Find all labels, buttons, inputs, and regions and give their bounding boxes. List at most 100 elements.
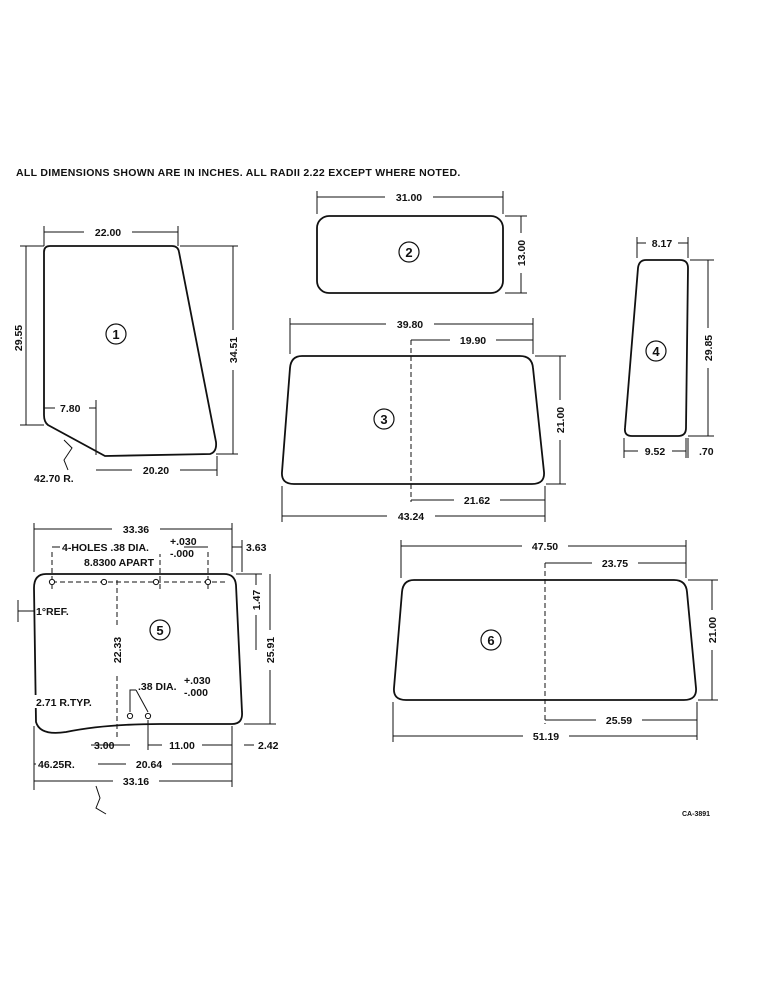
- part-3-bottom-width-label: 43.24: [398, 511, 424, 523]
- part-2-number-circle: [398, 241, 420, 263]
- part-5-hole-2: [100, 578, 108, 586]
- part-3-half-top-label: 19.90: [460, 335, 486, 347]
- part-5-hole-drop-mask: [249, 585, 263, 615]
- part-5-hole-dia-label: .38 DIA.: [138, 681, 177, 693]
- part-6-half-bottom-mask: [596, 713, 642, 726]
- part-1-bottom-mask: [132, 463, 180, 476]
- part-5-top-mask: [112, 522, 160, 535]
- part-5-dim-d-mask: [126, 757, 172, 770]
- part-6-half-bottom-label: 25.59: [606, 715, 632, 727]
- part-5-inner-height-mask: [111, 626, 125, 674]
- part-3-number-circle: [373, 408, 395, 430]
- part-4: 4 8.17 29.85 9.52 .70: [623, 236, 715, 458]
- part-6-top-mask: [522, 539, 568, 552]
- part-2-number: 2: [405, 245, 412, 260]
- header-note: ALL DIMENSIONS SHOWN ARE IN INCHES. ALL …: [16, 167, 461, 179]
- part-3-height-mask: [553, 400, 567, 440]
- figure-code: CA-3891: [682, 811, 710, 818]
- part-2-height-mask: [514, 233, 528, 273]
- part-4-number: 4: [652, 344, 660, 359]
- part-5-lower-hole-2: [144, 712, 152, 720]
- part-2-outline: [316, 215, 504, 294]
- part-1-left-height-label: 29.55: [13, 325, 25, 351]
- part-1-radius-label: 42.70 R.: [34, 473, 74, 485]
- part-1-width-mask: [84, 225, 132, 238]
- part-3-half-top-mask: [450, 333, 496, 346]
- part-5-corner-radius-label: 2.71 R.TYP.: [36, 697, 92, 709]
- part-3-height-label: 21.00: [555, 407, 567, 433]
- part-5-dim-c-label: 2.42: [258, 740, 279, 752]
- part-3-bottom-mask: [387, 509, 435, 522]
- part-1-radius-leader: [63, 439, 73, 471]
- part-6-bottom-width-label: 51.19: [533, 731, 559, 743]
- part-5-tol-minus: -.000: [170, 548, 194, 560]
- part-1-width-label: 22.00: [95, 227, 121, 239]
- part-5-hole-4: [204, 578, 212, 586]
- part-6-number: 6: [487, 633, 494, 648]
- part-5-bottom-width-mask: [113, 774, 159, 787]
- part-5-hole-drop-label: 1.47: [251, 590, 263, 611]
- part-5-dim-b-mask: [162, 738, 202, 751]
- part-1-offset-mask: [55, 401, 89, 414]
- part-4-offset-label: .70: [699, 446, 714, 458]
- part-5-corner-radius-mask: [34, 695, 96, 708]
- part-4-width-mask: [646, 236, 678, 249]
- part-5-lower-hole-leader: [129, 689, 136, 712]
- part-4-width-label: 8.17: [652, 238, 673, 250]
- part-3-outline: [281, 355, 545, 485]
- part-5-top-width-label: 33.36: [123, 524, 149, 536]
- part-5-dim-d-label: 20.64: [136, 759, 162, 771]
- part-5-outline: [33, 573, 243, 734]
- part-1-number-circle: [105, 323, 127, 345]
- part-6-top-width-label: 47.50: [532, 541, 558, 553]
- part-4-number-circle: [645, 340, 667, 362]
- part-4-outline: [623, 259, 689, 437]
- part-6-half-top-mask: [592, 556, 638, 569]
- part-3-top-mask: [386, 317, 434, 330]
- part-4-height-mask: [701, 328, 715, 368]
- part-2: 2 31.00 13.00: [316, 190, 528, 294]
- part-5-height-mask: [263, 630, 277, 670]
- part-5-holes-mask: [60, 538, 184, 554]
- part-5-dim-a-label: 3.00: [94, 740, 115, 752]
- part-5-bottom-radius-mask: [36, 757, 98, 770]
- part-5-dim-b-label: 11.00: [169, 740, 195, 752]
- part-6-outline: [393, 579, 697, 701]
- part-5-height-label: 25.91: [265, 637, 277, 663]
- part-5-bottom-radius-label: 46.25R.: [38, 759, 75, 771]
- part-5-lower-hole-1: [126, 712, 134, 720]
- part-5-number: 5: [156, 623, 163, 638]
- part-4-height-label: 29.85: [703, 335, 715, 361]
- part-3-top-width-label: 39.80: [397, 319, 423, 331]
- part-5-ref-label: 1°REF.: [36, 606, 69, 618]
- part-2-height-label: 13.00: [516, 240, 528, 266]
- part-5-hole-tol-minus: -.000: [184, 687, 208, 699]
- part-1: 1 22.00 29.55 34.51 7.80 20.20 42.70 R.: [13, 225, 240, 485]
- part-2-width-label: 31.00: [396, 192, 422, 204]
- part-5-lower-hole-leader-2: [135, 689, 149, 713]
- part-2-width-mask: [385, 190, 433, 203]
- part-5-right-offset-label: 3.63: [246, 542, 267, 554]
- part-5-apart-label: 8.8300 APART: [84, 557, 155, 569]
- part-5-hole-3: [152, 578, 160, 586]
- part-3: 3 39.80 19.90 21.00 21.62 43.24: [281, 317, 567, 523]
- part-5-number-circle: [149, 619, 171, 641]
- part-1-right-height-mask: [226, 330, 240, 370]
- part-5-bottom-width-label: 33.16: [123, 776, 149, 788]
- part-1-offset-label: 7.80: [60, 403, 81, 415]
- part-3-half-bottom-label: 21.62: [464, 495, 490, 507]
- part-1-number: 1: [112, 327, 119, 342]
- part-6-height-label: 21.00: [707, 617, 719, 643]
- part-5-holes-label: 4-HOLES .38 DIA.: [62, 542, 149, 554]
- part-6: 6 47.50 23.75 21.00 25.59 51.19: [392, 539, 719, 743]
- part-6-height-mask: [705, 610, 719, 650]
- part-4-bottom-mask: [638, 444, 672, 457]
- part-5-radius-leader: [95, 785, 107, 815]
- part-5-tol-plus: +.030: [170, 536, 197, 548]
- part-6-number-circle: [480, 629, 502, 651]
- part-4-bottom-label: 9.52: [645, 446, 666, 458]
- part-6-half-top-label: 23.75: [602, 558, 628, 570]
- part-1-right-height-label: 34.51: [228, 337, 240, 363]
- part-5-inner-height-label: 22.33: [112, 637, 124, 663]
